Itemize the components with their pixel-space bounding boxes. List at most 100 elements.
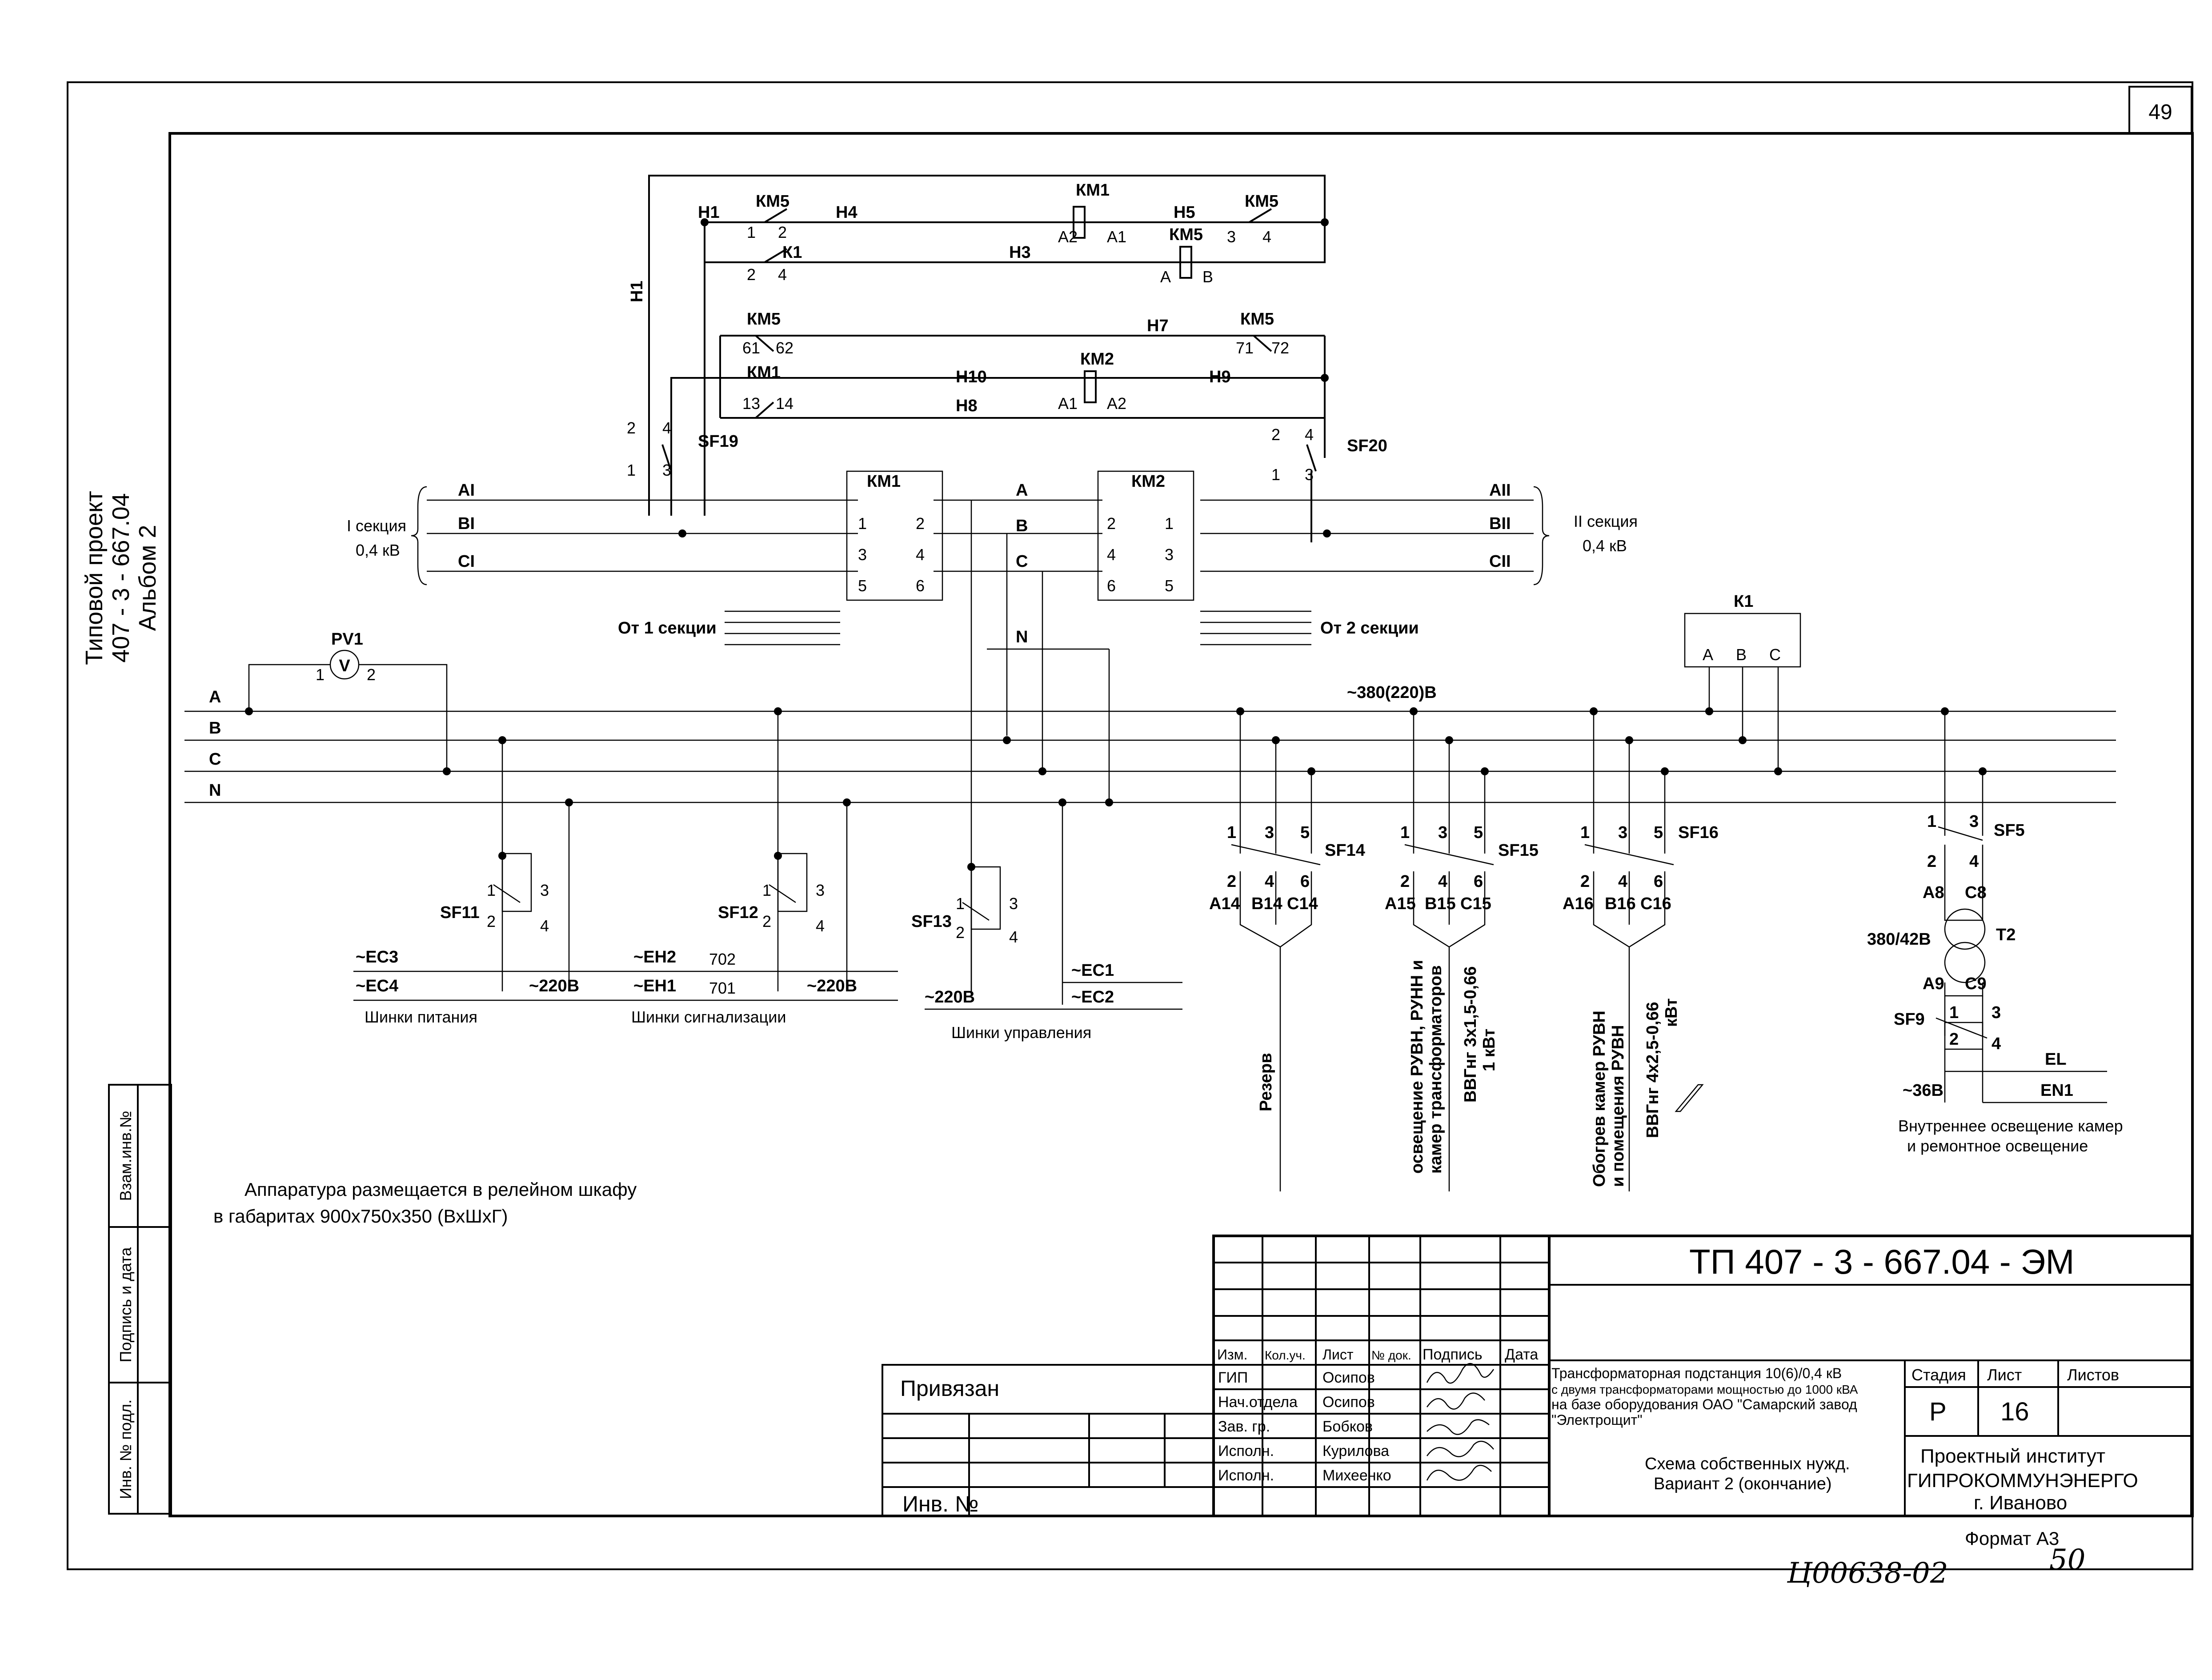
- main-bus-voltage: ~380(220)В: [1347, 683, 1437, 702]
- sf5-pin-3: 3: [1969, 812, 1979, 831]
- inner-frame: [168, 132, 2194, 1517]
- sf12-voltage: ~220В: [807, 977, 857, 995]
- sf9-pin-1: 1: [1949, 1003, 1959, 1022]
- name-miheenko: Михеенко: [1322, 1467, 1391, 1484]
- outer-frame: [67, 81, 2193, 1570]
- hdr-kol: Кол.уч.: [1265, 1348, 1306, 1362]
- org-2: ГИПРОКОММУНЭНЕРГО: [1907, 1470, 2138, 1492]
- sf14-label: SF14: [1325, 841, 1365, 860]
- cc-label-4b: 4: [778, 265, 787, 284]
- sf13-rail-1: ~ЕС1: [1071, 961, 1114, 980]
- cc-label-H7: Н7: [1147, 317, 1169, 335]
- sf15-pin-2: 2: [1400, 872, 1410, 891]
- busbar-sections: КМ1 КМ2 1 2 3 4 5 6 2 1 4 3 6 5 I секция…: [347, 470, 1638, 996]
- hdr-izm: Изм.: [1217, 1347, 1248, 1363]
- sf15-group: 1 3 5 SF15 2 4 6 А15 В15 С15 освещение Р…: [1385, 707, 1539, 1191]
- section2-name: II секция: [1574, 512, 1638, 530]
- role-gip: ГИП: [1218, 1369, 1248, 1386]
- side-title-line-3: Альбом 2: [134, 525, 161, 631]
- sheets-header: Листов: [2067, 1366, 2119, 1384]
- sf5-pin-1: 1: [1927, 812, 1936, 831]
- drawing-title-2: Вариант 2 (окончание): [1654, 1475, 1832, 1493]
- mid-label-b: В: [1016, 517, 1028, 535]
- sheet-value: 16: [2000, 1397, 2029, 1426]
- section1-voltage: 0,4 кВ: [356, 541, 400, 559]
- stage-header: Стадия: [1911, 1366, 1966, 1384]
- km1-pin-1: 1: [858, 514, 867, 533]
- cc-label-KM5-d: КМ5: [1240, 310, 1274, 329]
- hdr-sign: Подпись: [1423, 1346, 1483, 1363]
- cc-label-A1b: А1: [1058, 394, 1078, 413]
- sf15-pin-5: 5: [1474, 823, 1483, 842]
- sf12-wire-702: 702: [709, 950, 736, 968]
- role-nach: Нач.отдела: [1218, 1394, 1298, 1411]
- cc-label-3: 3: [1227, 228, 1236, 246]
- sf15-purpose-1: освещение РУВН, РУНН и: [1408, 960, 1427, 1174]
- sf16-pin-5: 5: [1654, 823, 1663, 842]
- sf11-voltage: ~220В: [529, 977, 579, 995]
- cc-label-A: А: [1160, 268, 1171, 286]
- lighting-line-en1: EN1: [2040, 1081, 2073, 1100]
- sf13-pin-1: 1: [956, 894, 965, 913]
- sf5-pin-2: 2: [1927, 852, 1936, 871]
- cc-label-KM1-b: КМ1: [747, 363, 781, 382]
- cc-label-KM1: КМ1: [1076, 181, 1110, 200]
- sf5-wire-a8: А8: [1923, 883, 1944, 902]
- side-title-line-1: Типовой проект: [81, 491, 108, 665]
- lighting-caption-2: и ремонтное освещение: [1907, 1137, 2088, 1155]
- lighting-line-el: EL: [2045, 1050, 2067, 1069]
- note-line-1: Аппаратура размещается в релейном шкафу: [244, 1179, 637, 1200]
- sf5-pin-4: 4: [1969, 852, 1979, 871]
- sf11-rail-2: ~ЕС4: [356, 977, 398, 995]
- mid-label-n: N: [1016, 628, 1028, 646]
- sf16-pin-4: 4: [1618, 872, 1627, 891]
- sf12-group: SF12 1 2 3 4 ~ЕН2 ~ЕН1 702 701 ~220В Шин…: [631, 707, 898, 1026]
- sf20-pin-3: 3: [1305, 465, 1314, 484]
- format-label: Формат А3: [1965, 1528, 2059, 1549]
- sheet-header: Лист: [1987, 1366, 2022, 1384]
- sf15-out-a: А15: [1385, 894, 1416, 913]
- section2-phase-a: АII: [1489, 481, 1511, 500]
- sf19-pin-1: 1: [627, 461, 636, 479]
- sf14-pin-2: 2: [1227, 872, 1236, 891]
- sf14-group: 1 3 5 SF14 2 4 6 А14 В14 С14 Резерв: [1209, 707, 1365, 1191]
- project-title-3: на базе оборудования ОАО "Самарский заво…: [1551, 1396, 1857, 1412]
- cc-label-61: 61: [742, 339, 760, 357]
- role-ispoln-2: Исполн.: [1218, 1467, 1274, 1484]
- stamp-zam-inv: Взам.инв.№: [116, 1111, 135, 1201]
- cc-label-KM5-a: КМ5: [756, 192, 789, 211]
- sf14-pin-3: 3: [1265, 823, 1274, 842]
- name-bobkov: Бобков: [1322, 1418, 1373, 1435]
- section1-phase-a: АI: [458, 481, 475, 500]
- km2-pin-6: 6: [1107, 577, 1116, 595]
- sf14-purpose: Резерв: [1257, 1053, 1275, 1111]
- km1-pin-3: 3: [858, 545, 867, 564]
- sf12-rail-1: ~ЕН2: [633, 948, 676, 966]
- bound-label: Привязан: [900, 1376, 999, 1401]
- sf16-cable-2: кВт: [1662, 998, 1681, 1027]
- signature-2: [1426, 1392, 1485, 1410]
- sf9-pin-3: 3: [1992, 1003, 2001, 1022]
- sf11-group: SF11 1 2 3 4 ~ЕС3 ~ЕС4 ~220В Шинки питан…: [353, 736, 631, 1026]
- mid-label-a: А: [1016, 481, 1028, 500]
- sf19-label: SF19: [698, 432, 738, 451]
- main-bus-phase-n: N: [209, 781, 221, 800]
- stamp-signature-date: Подпись и дата: [116, 1247, 135, 1363]
- sf16-cable-1: ВВГнг 4x2,5-0,66: [1643, 1002, 1662, 1138]
- sf15-out-c: С15: [1460, 894, 1491, 913]
- sf15-label: SF15: [1498, 841, 1539, 860]
- signature-3: [1427, 1419, 1490, 1435]
- sf13-rail-2: ~ЕС2: [1071, 988, 1114, 1006]
- sf15-out-b: В15: [1425, 894, 1456, 913]
- km1-pin-2: 2: [916, 514, 925, 533]
- cc-label-4: 4: [1262, 228, 1271, 246]
- sf12-pin-4: 4: [816, 917, 825, 935]
- stage-value: Р: [1929, 1397, 1947, 1426]
- km1-pin-4: 4: [916, 545, 925, 564]
- sf16-pin-3: 3: [1618, 823, 1627, 842]
- k1-pin-b: В: [1736, 646, 1747, 664]
- stamp-inv-podl: Инв. № подл.: [116, 1399, 135, 1499]
- lighting-voltage: ~36В: [1903, 1081, 1944, 1100]
- sf16-label: SF16: [1678, 823, 1719, 842]
- sf19-pin-3: 3: [662, 461, 671, 479]
